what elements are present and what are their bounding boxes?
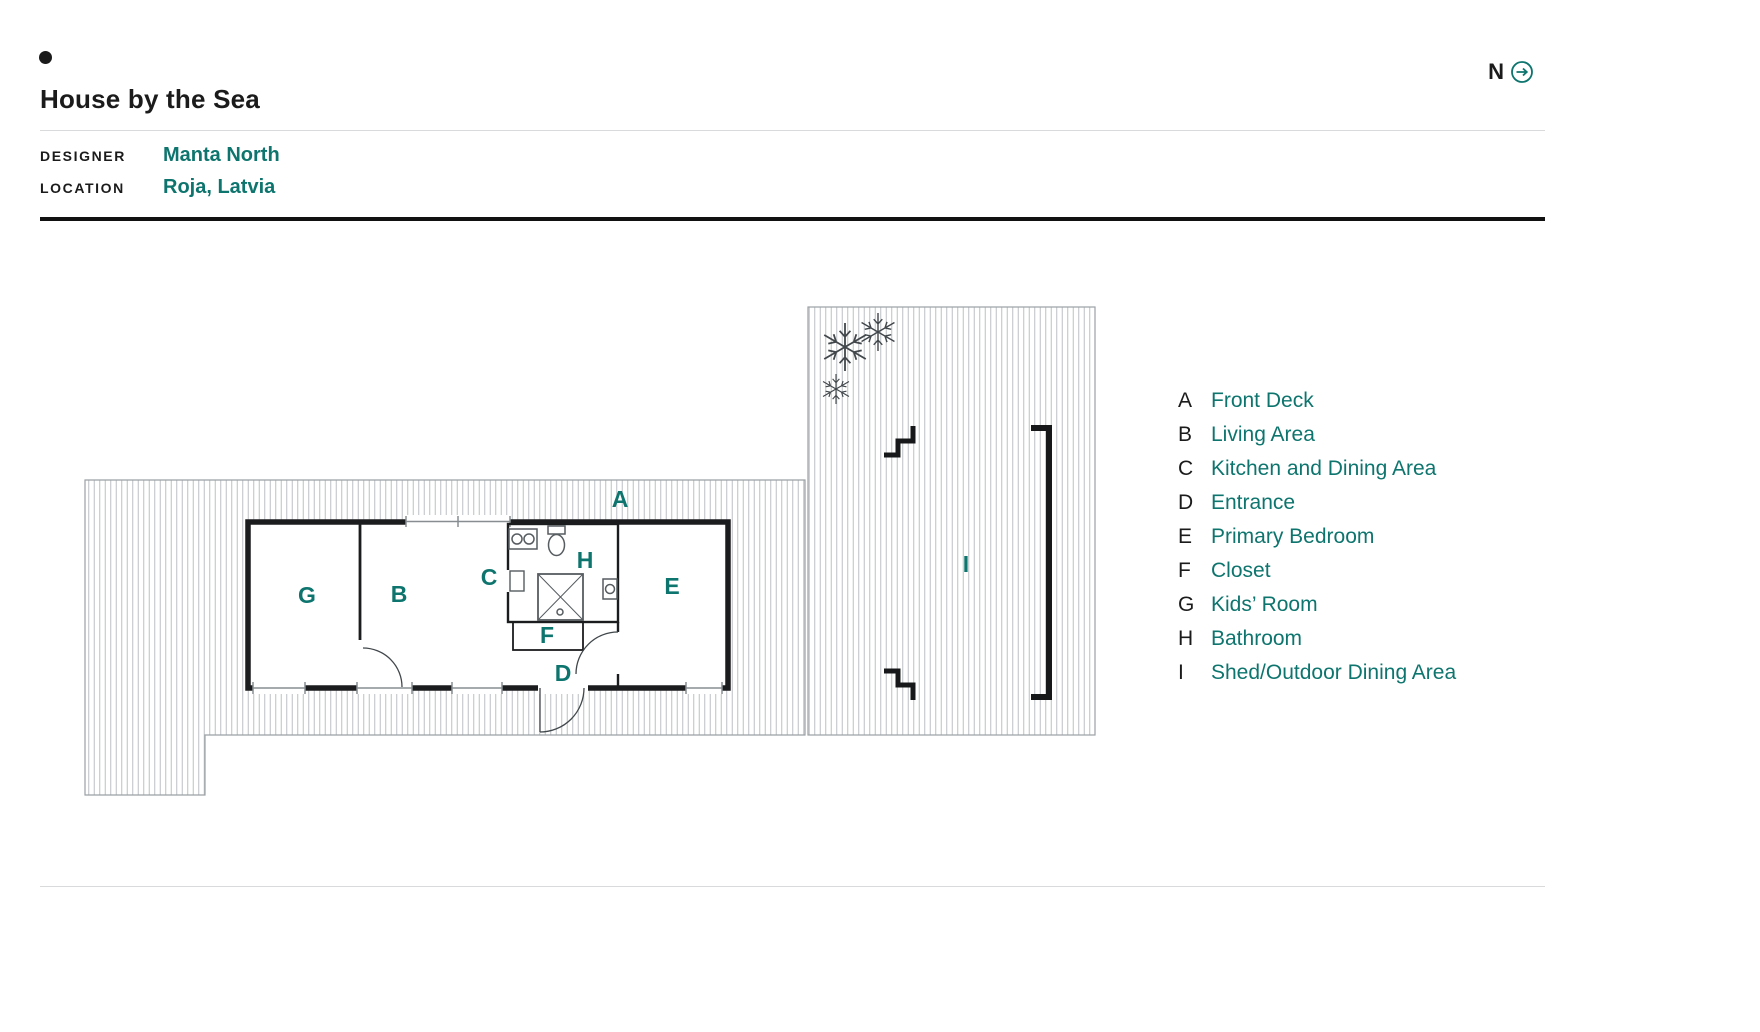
legend-letter: B [1178, 423, 1193, 446]
deck-steps-bottom [884, 668, 916, 700]
windows [252, 515, 723, 694]
legend-item: B Living Area [1178, 418, 1456, 452]
legend-letter: I [1178, 661, 1184, 684]
door-swings [362, 631, 619, 733]
north-arrow-icon [1511, 61, 1533, 83]
legend-item: F Closet [1178, 554, 1456, 588]
legend-item: I Shed/Outdoor Dining Area [1178, 656, 1456, 690]
room-label-d: D [555, 660, 572, 686]
location-row: LOCATION Roja, Latvia [40, 176, 275, 199]
room-labels: A B C D E F G H I [298, 486, 969, 686]
bathroom-door [509, 570, 525, 592]
legend-letter: G [1178, 593, 1195, 616]
title-divider [40, 130, 1545, 131]
room-label-e: E [664, 573, 679, 599]
room-label-c: C [481, 564, 498, 590]
designer-label: DESIGNER [40, 148, 126, 164]
legend-letter: A [1178, 389, 1193, 412]
legend-label: Kids’ Room [1211, 593, 1318, 616]
legend: A Front Deck B Living Area C Kitchen and… [1178, 384, 1456, 690]
page-title: House by the Sea [40, 84, 260, 114]
room-label-f: F [540, 622, 554, 648]
house-outline [245, 519, 731, 691]
deck-steps-top [884, 426, 916, 458]
legend-label: Closet [1211, 559, 1271, 582]
legend-label: Entrance [1211, 491, 1296, 514]
legend-label: Front Deck [1211, 389, 1314, 412]
legend-item: A Front Deck [1178, 384, 1456, 418]
north-indicator: N [1488, 58, 1534, 86]
legend-letter: C [1178, 457, 1194, 480]
legend-letter: D [1178, 491, 1194, 514]
legend-label: Living Area [1211, 423, 1315, 446]
legend-letter: F [1178, 559, 1191, 582]
north-label: N [1488, 59, 1504, 84]
room-label-h: H [577, 547, 594, 573]
bathroom-door-opening [504, 570, 513, 592]
room-label-g: G [298, 582, 316, 608]
bullet-dot [39, 51, 52, 64]
legend-item: G Kids’ Room [1178, 588, 1456, 622]
designer-value: Manta North [163, 144, 280, 166]
location-label: LOCATION [40, 180, 125, 196]
legend-label: Primary Bedroom [1211, 525, 1375, 548]
legend-item: H Bathroom [1178, 622, 1456, 656]
bathroom-fixtures [508, 525, 618, 621]
footer-divider [40, 886, 1545, 887]
location-value: Roja, Latvia [163, 176, 276, 198]
room-label-a: A [612, 486, 629, 512]
legend-label: Kitchen and Dining Area [1211, 457, 1437, 480]
room-label-b: B [391, 581, 408, 607]
legend-item: D Entrance [1178, 486, 1456, 520]
shed-wall [1031, 425, 1052, 700]
designer-row: DESIGNER Manta North [40, 144, 280, 167]
legend-letter: E [1178, 525, 1193, 548]
legend-label: Shed/Outdoor Dining Area [1211, 661, 1457, 684]
entrance-opening [538, 681, 588, 694]
legend-item: E Primary Bedroom [1178, 520, 1456, 554]
legend-item: C Kitchen and Dining Area [1178, 452, 1456, 486]
legend-label: Bathroom [1211, 627, 1303, 650]
header-divider [40, 217, 1545, 221]
legend-letter: H [1178, 627, 1194, 650]
room-label-i: I [963, 551, 969, 577]
